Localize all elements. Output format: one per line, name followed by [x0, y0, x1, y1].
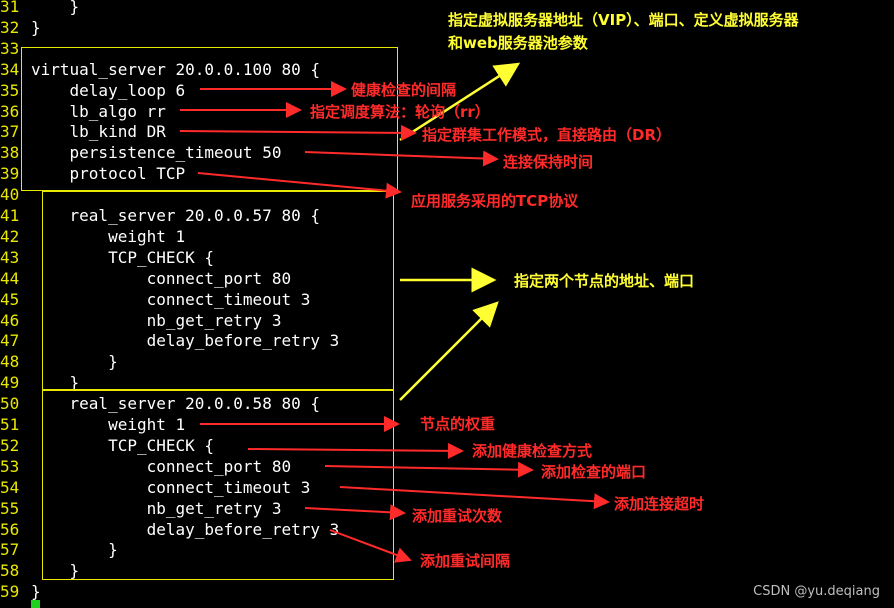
real-server-1-box	[42, 191, 394, 390]
line-number: 47	[0, 331, 20, 351]
annotation-connect-port: 添加检查的端口	[541, 463, 647, 481]
arrow-protocol	[197, 172, 402, 199]
line-number: 40	[0, 185, 20, 205]
annotation-vip-params-1: 指定虚拟服务器地址（VIP）、端口、定义虚拟服务器	[448, 11, 799, 29]
line-number: 33	[0, 38, 20, 58]
arrow-vip	[399, 62, 521, 142]
code-text: real_server 20.0.0.57 80 {	[31, 206, 320, 225]
line-number: 51	[0, 415, 20, 434]
code-text: real_server 20.0.0.58 80 {	[31, 394, 320, 414]
line-number: 41	[0, 206, 20, 225]
code-text: lb_algo rr	[31, 101, 166, 121]
code-text: delay_before_retry 3	[31, 331, 340, 351]
line-number: 56	[0, 519, 20, 539]
code-text: weight 1	[31, 415, 186, 434]
code-text: }	[31, 0, 80, 16]
annotation-lb-kind: 指定群集工作模式，直接路由（DR）	[422, 126, 672, 144]
line-number: 32	[0, 17, 20, 37]
code-text: nb_get_retry 3	[31, 498, 282, 518]
code-text: }	[31, 373, 80, 393]
line-number: 57	[0, 540, 20, 560]
arrow-connect-port	[324, 461, 534, 478]
code-text: }	[31, 352, 118, 372]
code-text: }	[31, 17, 41, 37]
code-text: persistence_timeout 50	[31, 143, 282, 163]
annotation-delay-loop: 健康检查的间隔	[351, 81, 457, 99]
annotation-vip-params-2: 和web服务器池参数	[448, 34, 588, 52]
line-number: 37	[0, 122, 20, 142]
code-text: TCP_CHECK {	[31, 435, 215, 455]
line-number: 59	[0, 582, 20, 602]
line-number: 35	[0, 80, 20, 100]
watermark: CSDN @yu.deqiang	[753, 584, 880, 599]
code-text: weight 1	[31, 226, 186, 246]
line-number: 34	[0, 59, 20, 79]
line-number: 43	[0, 247, 20, 267]
arrow-lb-kind	[179, 124, 417, 141]
line-number: 55	[0, 498, 20, 518]
line-number: 50	[0, 394, 20, 414]
code-text: connect_port 80	[31, 268, 292, 288]
line-number: 44	[0, 268, 20, 288]
code-text: TCP_CHECK {	[31, 247, 215, 267]
line-number: 45	[0, 289, 20, 309]
text-cursor	[31, 600, 40, 608]
code-text: delay_loop 6	[31, 80, 186, 100]
annotation-protocol: 应用服务采用的TCP协议	[411, 192, 579, 210]
arrow-nodes-2	[399, 301, 499, 401]
code-text: nb_get_retry 3	[31, 310, 282, 330]
annotation-nodes: 指定两个节点的地址、端口	[514, 272, 695, 290]
annotation-nb-get-retry: 添加重试次数	[412, 507, 503, 525]
annotation-lb-algo: 指定调度算法：轮询（rr）	[310, 103, 490, 121]
code-text: }	[31, 561, 80, 581]
real-server-2-box	[42, 390, 394, 580]
annotation-delay-before-retry: 添加重试间隔	[420, 552, 511, 570]
arrow-nb-get-retry	[304, 504, 406, 521]
code-text: delay_before_retry 3	[31, 519, 340, 539]
line-number: 46	[0, 310, 20, 330]
arrow-persistence	[304, 150, 499, 167]
code-text: }	[31, 582, 41, 602]
line-number: 52	[0, 435, 20, 455]
arrow-tcp-check	[247, 442, 464, 459]
line-number: 48	[0, 352, 20, 372]
line-number: 54	[0, 477, 20, 497]
line-number: 42	[0, 226, 20, 246]
arrow-connect-timeout	[339, 486, 610, 510]
code-text: connect_port 80	[31, 456, 292, 476]
code-text: connect_timeout 3	[31, 477, 311, 497]
line-number: 38	[0, 143, 20, 163]
arrow-delay-before-retry	[329, 529, 412, 563]
annotation-tcp-check: 添加健康检查方式	[472, 442, 593, 460]
annotation-connect-timeout: 添加连接超时	[614, 495, 705, 513]
code-text: }	[31, 540, 118, 560]
annotation-weight: 节点的权重	[420, 415, 496, 433]
line-number: 49	[0, 373, 20, 393]
code-text: connect_timeout 3	[31, 289, 311, 309]
line-number: 58	[0, 561, 20, 581]
line-number: 53	[0, 456, 20, 476]
code-text: virtual_server 20.0.0.100 80 {	[31, 59, 320, 79]
line-number: 36	[0, 101, 20, 121]
code-text: lb_kind DR	[31, 122, 166, 142]
line-number: 39	[0, 164, 20, 184]
line-number: 31	[0, 0, 20, 16]
virtual-server-box	[21, 47, 398, 191]
code-text: protocol TCP	[31, 164, 186, 184]
annotation-persistence: 连接保持时间	[503, 153, 594, 171]
